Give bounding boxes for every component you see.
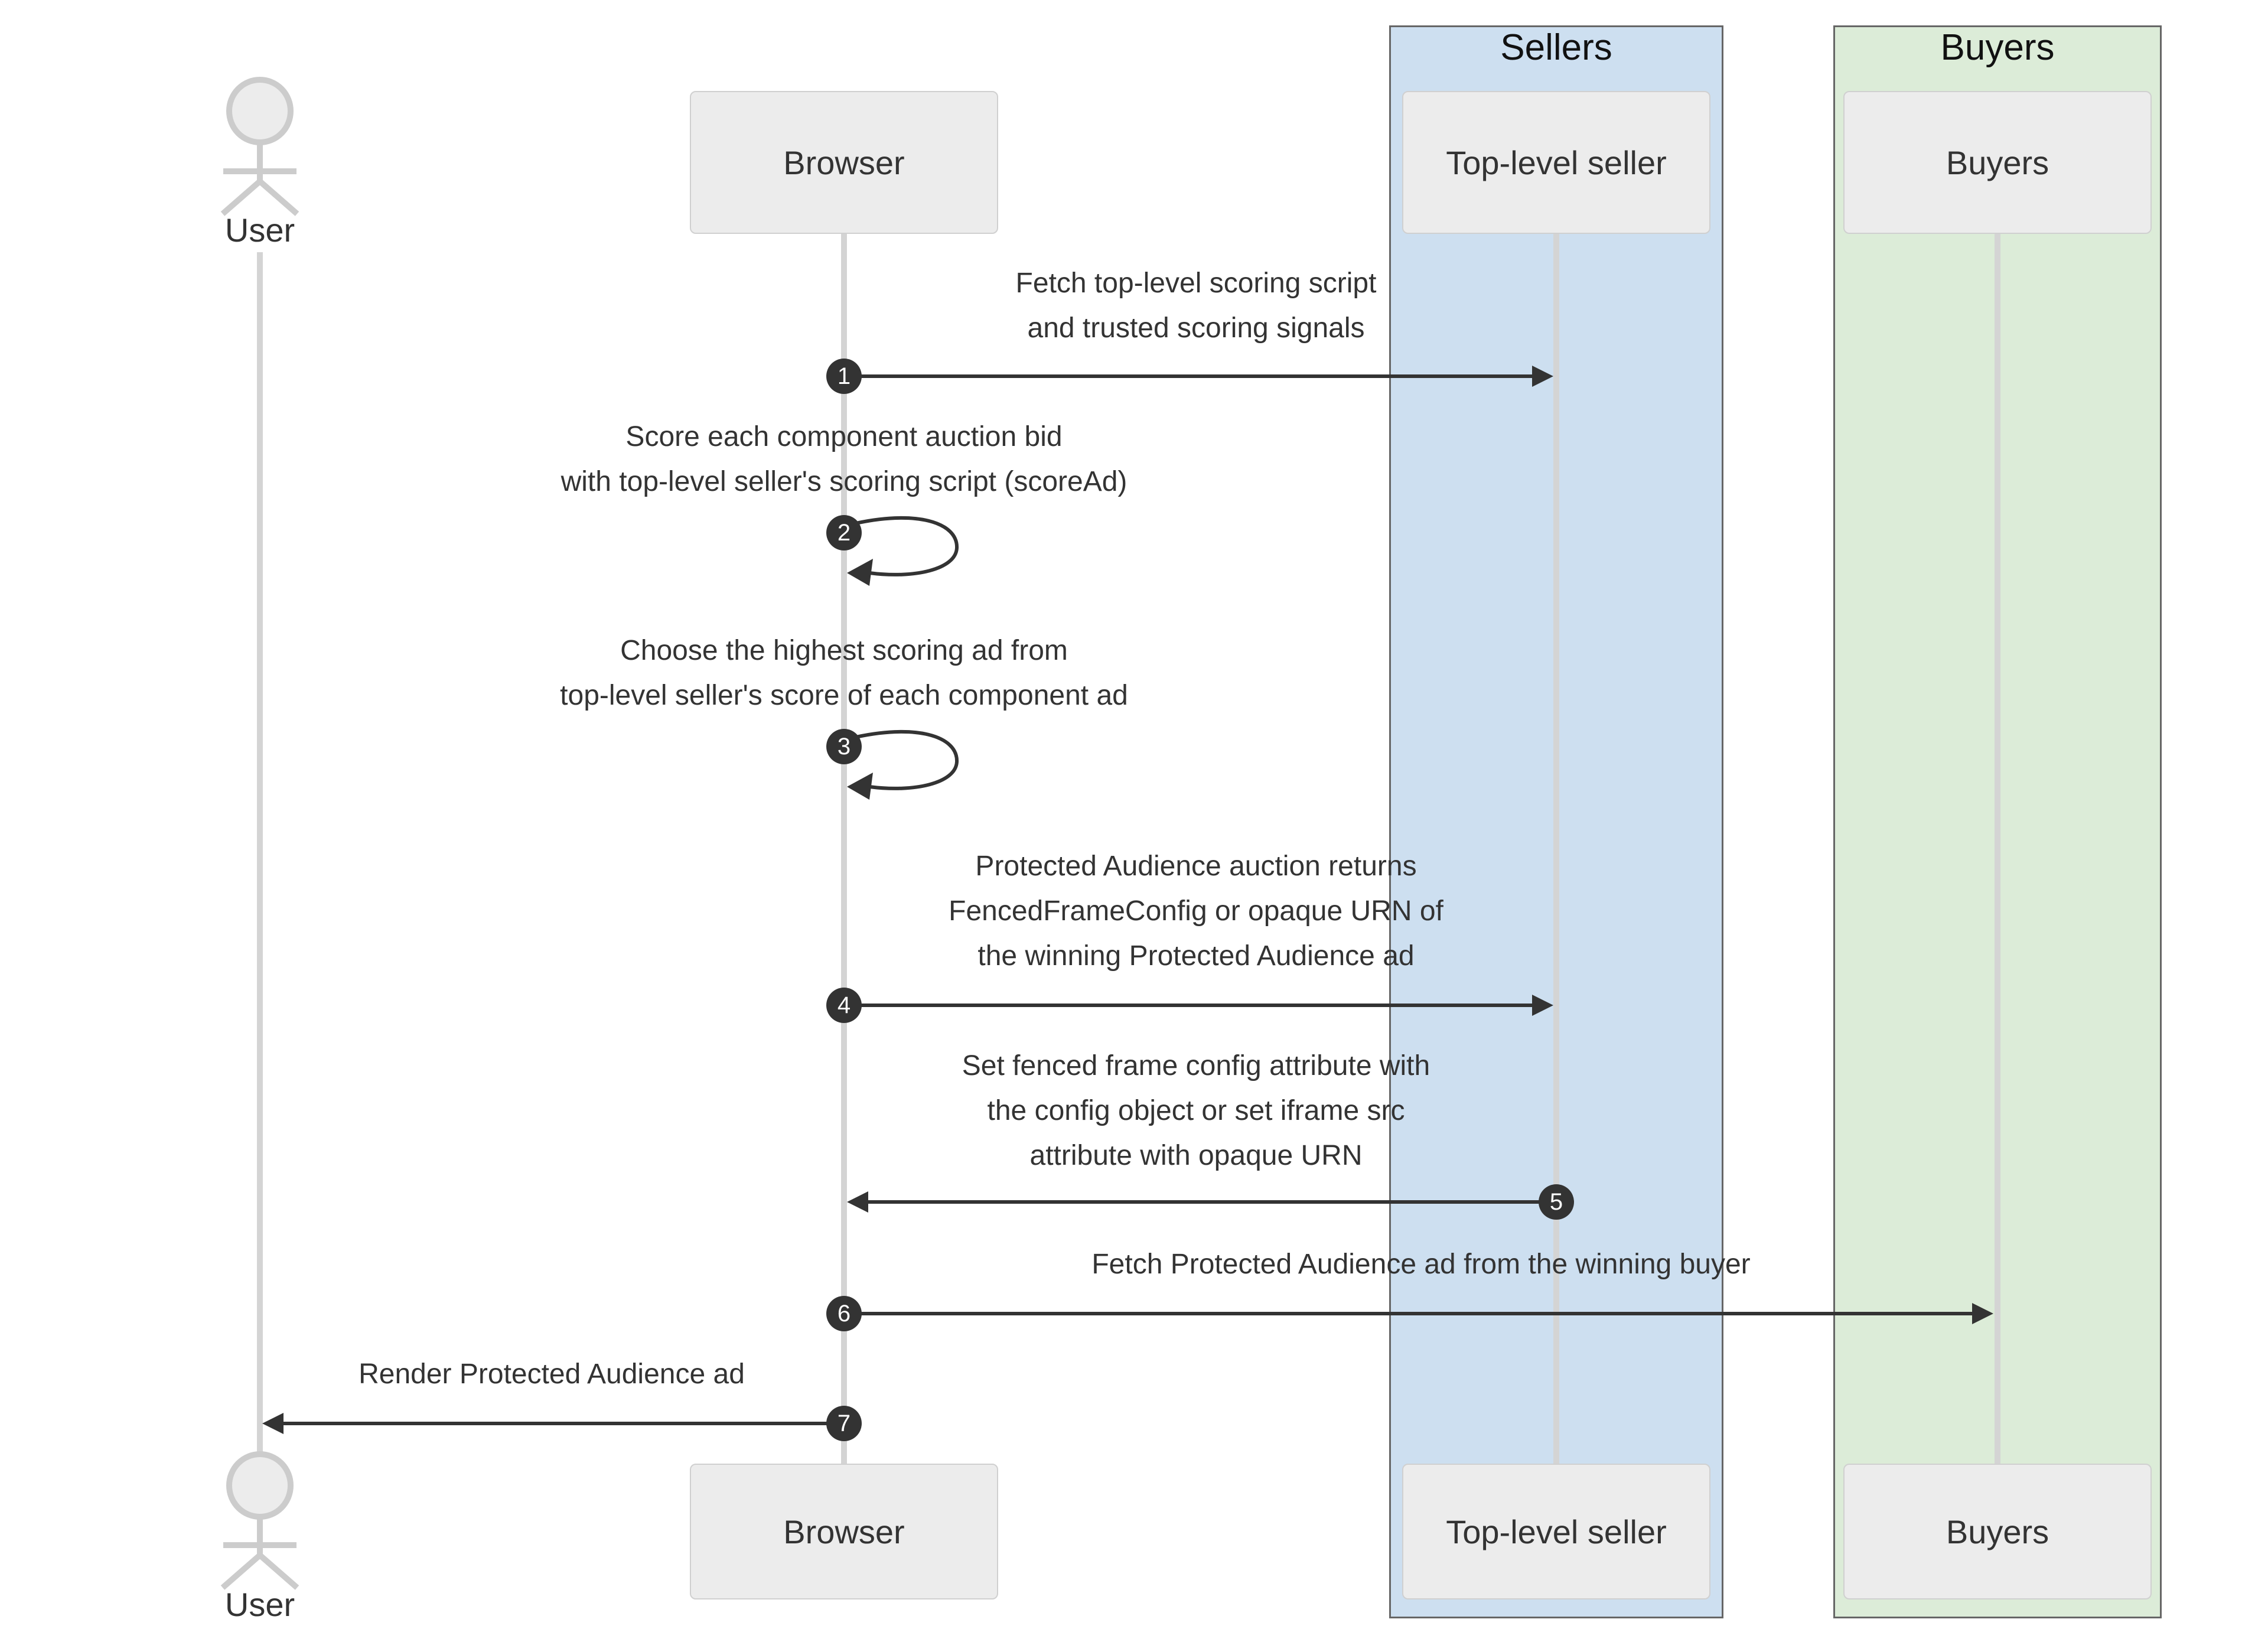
buyers-group-title: Buyers — [1940, 27, 2055, 68]
participant-browser-bottom-label: Browser — [783, 1513, 905, 1550]
message-4-number-badge: 4 — [826, 988, 862, 1023]
participant-browser-bottom: Browser — [690, 1464, 998, 1599]
user-actor-top-icon — [220, 77, 299, 216]
message-4-arrow — [844, 995, 1553, 1016]
participant-buyers-top-label: Buyers — [1946, 144, 2049, 181]
message-3-text-line-1: Choose the highest scoring ad from — [620, 635, 1068, 666]
participant-top-level-seller-bottom-label: Top-level seller — [1446, 1513, 1667, 1550]
message-3-number-badge: 3 — [826, 729, 862, 764]
top-level-seller-lifeline — [1553, 234, 1559, 1464]
message-5-number-badge: 5 — [1539, 1184, 1574, 1220]
participant-buyers-top: Buyers — [1843, 91, 2152, 234]
browser-lifeline — [841, 234, 847, 1464]
actor-left-leg — [220, 1553, 262, 1590]
message-5-text-line-1: Set fenced frame config attribute with — [962, 1050, 1430, 1081]
participant-top-level-seller-top-label: Top-level seller — [1446, 144, 1667, 181]
message-2-text-line-1: Score each component auction bid — [625, 421, 1063, 452]
arrowhead-left-icon — [847, 1191, 868, 1213]
message-3-self-arrow — [847, 729, 959, 800]
participant-top-level-seller-top: Top-level seller — [1402, 91, 1710, 234]
buyers-lifeline — [1995, 234, 2000, 1464]
message-2-number-badge: 2 — [826, 515, 862, 550]
message-4-text-line-1: Protected Audience auction returns — [975, 851, 1417, 882]
actor-head — [226, 77, 294, 145]
message-6-number-badge: 6 — [826, 1296, 862, 1331]
arrowhead-left-icon — [847, 773, 873, 800]
message-7-text-line-1: Render Protected Audience ad — [359, 1358, 745, 1390]
arrowhead-right-icon — [1972, 1303, 1993, 1324]
participant-buyers-bottom-label: Buyers — [1946, 1513, 2049, 1550]
user-actor-top-label: User — [224, 211, 295, 249]
message-7-arrow — [262, 1413, 844, 1434]
message-5-text-line-2: the config object or set iframe src — [987, 1095, 1405, 1126]
message-1-text-line-1: Fetch top-level scoring script — [1015, 268, 1377, 299]
arrowhead-right-icon — [1532, 366, 1553, 387]
arrowhead-left-icon — [262, 1413, 284, 1434]
message-7-number-badge: 7 — [826, 1406, 862, 1441]
message-2-text-line-2: with top-level seller's scoring script (… — [561, 466, 1128, 497]
message-2-self-arrow — [847, 516, 959, 586]
participant-browser-top: Browser — [690, 91, 998, 234]
user-lifeline — [257, 252, 263, 1452]
arrowhead-left-icon — [847, 559, 873, 586]
message-6-text-line-1: Fetch Protected Audience ad from the win… — [1091, 1249, 1751, 1280]
message-4-text-line-3: the winning Protected Audience ad — [977, 940, 1415, 972]
message-5-arrow — [847, 1191, 1556, 1213]
actor-left-leg — [220, 179, 262, 216]
sellers-group-title: Sellers — [1500, 27, 1612, 68]
participant-browser-top-label: Browser — [783, 144, 905, 181]
participant-top-level-seller-bottom: Top-level seller — [1402, 1464, 1710, 1599]
message-6-arrow — [844, 1303, 1993, 1324]
message-5-text-line-3: attribute with opaque URN — [1029, 1140, 1363, 1171]
message-4-text-line-2: FencedFrameConfig or opaque URN of — [949, 895, 1443, 927]
actor-right-leg — [258, 179, 299, 216]
message-1-text-line-2: and trusted scoring signals — [1027, 312, 1365, 344]
actor-head — [226, 1451, 294, 1520]
participant-buyers-bottom: Buyers — [1843, 1464, 2152, 1599]
message-1-arrow — [844, 366, 1553, 387]
message-1-number-badge: 1 — [826, 359, 862, 394]
arrowhead-right-icon — [1532, 995, 1553, 1016]
message-3-text-line-2: top-level seller's score of each compone… — [560, 680, 1128, 711]
user-actor-bottom-icon — [220, 1451, 299, 1590]
actor-right-leg — [258, 1553, 299, 1590]
user-actor-bottom-label: User — [224, 1586, 295, 1623]
